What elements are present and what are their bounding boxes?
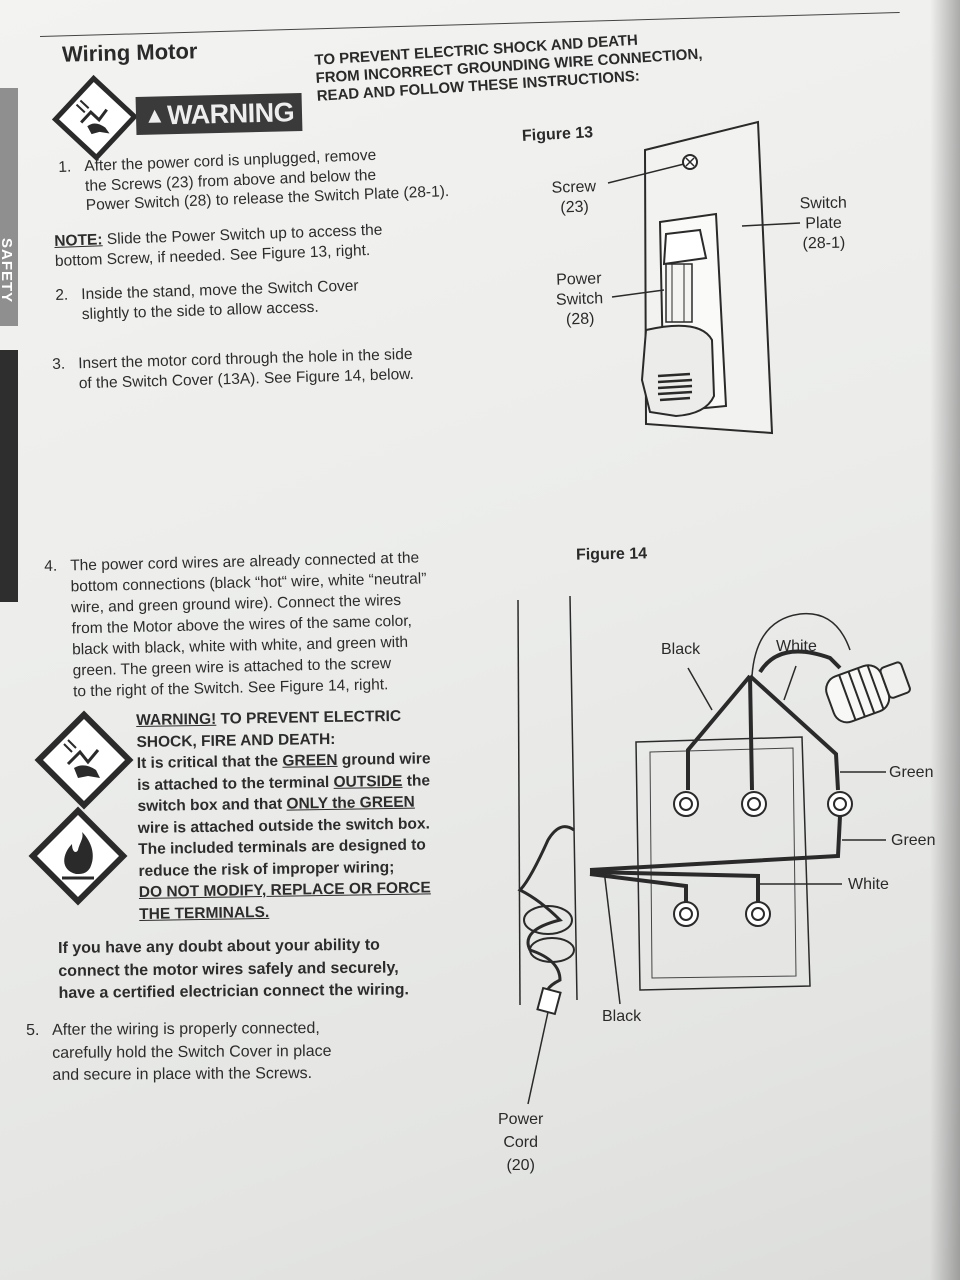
figure-14-white-top-label: White — [776, 638, 817, 655]
figure-14-white-right-label: White — [848, 876, 889, 893]
power-cord-label-line-2: Cord — [503, 1134, 539, 1151]
power-cord-coil — [517, 825, 575, 1002]
side-tab-dark — [0, 350, 18, 602]
page-edge-shadow — [930, 0, 960, 1280]
figure-14-green-label-1: Green — [889, 764, 934, 781]
switch-box-inner — [649, 747, 797, 979]
figure-14-leaders — [527, 665, 886, 1105]
shock-hazard-icon — [51, 74, 139, 162]
motor-plug-icon — [825, 661, 911, 724]
power-cord-wires — [589, 815, 842, 902]
stand-right-edge — [569, 595, 578, 1001]
power-switch-leader — [611, 289, 665, 298]
fire-hazard-icon — [28, 806, 128, 906]
figure-14-green-label-2: Green — [891, 832, 936, 849]
power-cord-label-line-1: Power — [498, 1111, 544, 1128]
shock-hazard-icon-2 — [34, 710, 134, 810]
stand-left-edge — [517, 599, 521, 1006]
power-plug-icon — [536, 986, 562, 1016]
figure-14-power-cord-label: Power Cord (20) — [498, 1108, 543, 1177]
side-tab-safety: SAFETY — [0, 88, 18, 326]
power-cord-label-line-3: (20) — [506, 1157, 535, 1174]
terminal-ground — [827, 791, 853, 817]
power-switch-toggle — [662, 228, 708, 266]
terminal-top-middle — [741, 791, 767, 817]
switch-box-outer — [635, 736, 811, 991]
motor-cord — [758, 649, 842, 674]
side-tab-label: SAFETY — [0, 238, 15, 304]
terminal-top-left — [673, 791, 699, 817]
terminal-bottom-right — [745, 901, 771, 927]
vent-slots — [657, 372, 693, 402]
figure-14-black-top-label: Black — [661, 641, 701, 658]
motor-wires — [686, 674, 840, 791]
figure-14-black-bottom-label: Black — [602, 1008, 642, 1025]
terminal-bottom-left — [673, 901, 699, 927]
switch-plate-leader — [741, 222, 801, 227]
screw-leader — [607, 163, 685, 184]
